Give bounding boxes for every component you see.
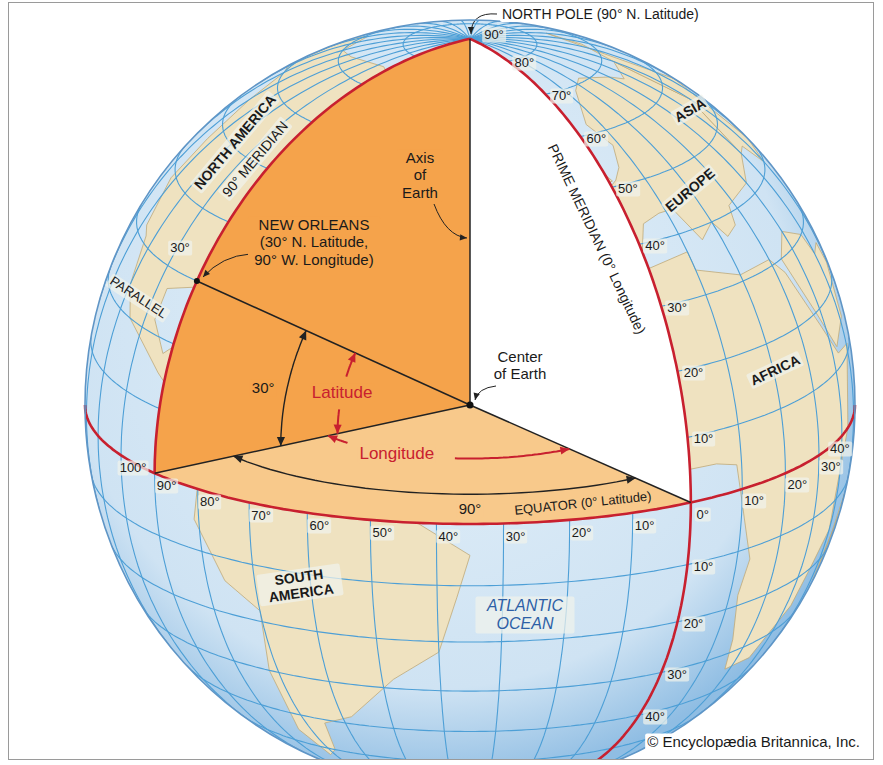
meridian-line — [470, 39, 785, 756]
latitude-number: 30° — [665, 301, 689, 316]
arrowhead — [203, 270, 210, 277]
longitude-number: 10° — [633, 518, 657, 533]
longitude-number: 30° — [504, 529, 528, 544]
longitude-number: 90° — [155, 479, 179, 494]
latitude-number: 70° — [550, 89, 574, 104]
longitude-number: 80° — [198, 495, 222, 510]
angle-marks — [194, 14, 636, 494]
latitude-number: 80° — [512, 56, 536, 71]
arrowhead — [299, 331, 306, 341]
frame — [9, 3, 874, 760]
longitude-number: 40° — [828, 441, 852, 456]
longitude-number: 50° — [371, 525, 395, 540]
longitude-arrow — [328, 436, 347, 443]
longitude-number: 40° — [437, 529, 461, 544]
latitude-number: 60° — [585, 131, 609, 146]
center-label: Center of Earth — [489, 348, 551, 383]
parallel-label: 30° — [168, 241, 192, 256]
leader-line — [434, 204, 467, 238]
cutaway — [85, 39, 855, 760]
longitude-number: 100° — [118, 461, 149, 476]
earth-axis — [469, 39, 471, 405]
latitude-number: 50° — [616, 182, 640, 197]
arrowhead — [334, 425, 342, 434]
arrowhead — [328, 436, 338, 443]
parallel-line — [187, 666, 754, 732]
longitude-label: Longitude — [357, 444, 436, 464]
equator-label: EQUATOR (0° Latitude) — [511, 489, 653, 519]
arrowhead — [277, 437, 285, 446]
ocean-label: ATLANTIC OCEAN — [476, 597, 575, 634]
arrowhead — [626, 476, 636, 484]
parallel-label: PARALLEL — [105, 273, 171, 323]
equator-line — [85, 405, 855, 524]
meridian-line — [470, 39, 742, 760]
continent-label: AFRICA — [746, 351, 804, 390]
copyright-notice: © Encyclopædia Britannica, Inc. — [645, 733, 862, 750]
longitude-number: 30° — [819, 460, 843, 475]
meridian-line — [470, 39, 819, 725]
longitude-number: 0° — [695, 507, 711, 522]
leader-line — [203, 254, 250, 277]
longitude-number: 20° — [786, 478, 810, 493]
globe-sphere — [85, 20, 855, 760]
latitude-label: Latitude — [310, 383, 375, 403]
city-dot — [194, 278, 200, 284]
meridian-line — [470, 39, 691, 760]
continent-label: SOUTH AMERICA — [256, 563, 344, 607]
axis-label: Axis of Earth — [397, 149, 443, 201]
parallel-line — [143, 608, 798, 691]
globe-outline — [85, 20, 855, 760]
arrowhead — [234, 456, 244, 464]
latitude-number: 10° — [692, 559, 716, 574]
prime-meridian-line — [470, 39, 691, 760]
longitude-number: 20° — [570, 525, 594, 540]
angle-label: 90° — [457, 501, 484, 518]
radius-line — [197, 281, 470, 405]
globe — [85, 14, 855, 760]
meridian-line — [470, 39, 842, 655]
meridian-line — [98, 39, 470, 655]
angle-arc — [281, 331, 306, 446]
parallel-line — [242, 715, 698, 760]
latitude-number: 90° — [482, 28, 506, 43]
longitude-arrow — [455, 449, 570, 459]
meridian-line — [417, 23, 470, 39]
latitude-number: 40° — [643, 239, 667, 254]
parallel-line — [111, 544, 829, 642]
meridian-label: PRIME MERIDIAN (0° Longitude) — [544, 140, 650, 339]
meridian-plane — [155, 39, 470, 473]
continent-label: ASIA — [670, 94, 710, 127]
leader-line — [475, 386, 496, 400]
city-label: NEW ORLEANS (30° N. Latitude, 90° W. Lon… — [248, 216, 380, 268]
latitude-number: 20° — [682, 366, 706, 381]
center-dot — [467, 402, 474, 409]
continents — [130, 33, 848, 754]
angle-label: 30° — [250, 379, 277, 396]
arrowhead — [348, 353, 356, 363]
continent-label: EUROPE — [661, 164, 720, 217]
arrowhead — [560, 447, 570, 455]
meridian-line — [155, 39, 470, 756]
pole-label: NORTH POLE (90° N. Latitude) — [500, 6, 701, 22]
arrowhead — [474, 392, 480, 400]
radius-line — [155, 405, 470, 473]
graticule — [85, 20, 855, 760]
latitude-number: 30° — [665, 667, 689, 682]
meridian-90-line — [155, 39, 470, 473]
latitude-number: 20° — [682, 616, 706, 631]
arrowhead — [468, 27, 474, 34]
longitude-number: 10° — [742, 494, 766, 509]
longitude-number: 70° — [249, 508, 273, 523]
latitude-number: 40° — [643, 710, 667, 725]
equatorial-plane — [155, 405, 691, 524]
arrowhead — [460, 234, 467, 240]
latitude-number: 10° — [692, 432, 716, 447]
longitude-number: 60° — [307, 518, 331, 533]
meridian-line — [121, 39, 470, 725]
latitude-arrow — [346, 353, 355, 377]
